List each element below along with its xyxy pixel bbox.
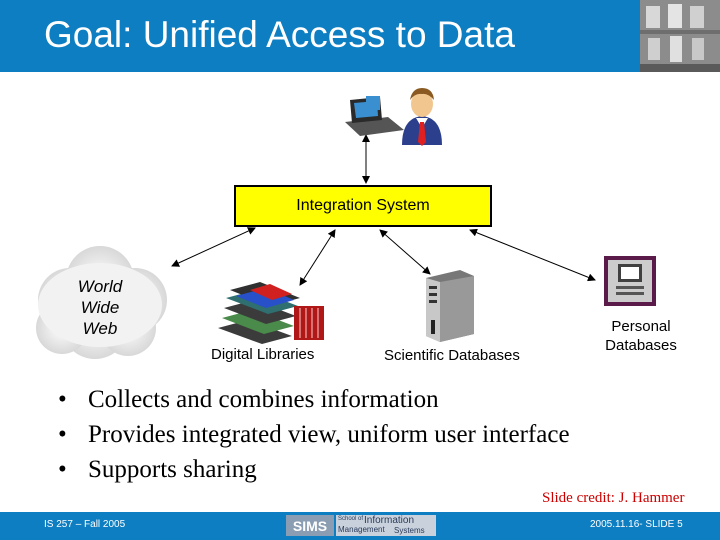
terminal-icon — [604, 256, 656, 306]
sims-logo-sub: School of Information Management Systems — [336, 515, 436, 536]
person-icon — [402, 88, 442, 146]
bullet-item: Provides integrated view, uniform user i… — [58, 417, 570, 452]
personal-label-line-1: Personal — [611, 318, 671, 335]
slide-title: Goal: Unified Access to Data — [44, 14, 515, 55]
logo-big-2: Systems — [394, 526, 425, 535]
sims-logo: SIMS School of Information Management Sy… — [286, 515, 436, 536]
integration-system-label: Integration System — [296, 197, 430, 214]
title-bar — [0, 0, 720, 72]
bullet-item: Collects and combines information — [58, 382, 570, 417]
slide-number: 2005.11.16- SLIDE 5 — [590, 519, 683, 530]
building-photo — [640, 0, 720, 72]
sims-logo-main: SIMS — [286, 515, 334, 536]
web-label-line-3: Web — [82, 319, 118, 338]
cloud-shape — [36, 246, 167, 359]
logo-big-1: Information — [364, 515, 415, 526]
connector-scientific — [379, 229, 431, 275]
course-label: IS 257 – Fall 2005 — [44, 519, 126, 530]
bullet-list: Collects and combines information Provid… — [58, 382, 570, 487]
books-icon — [218, 282, 324, 344]
web-label-line-2: Wide — [80, 298, 120, 317]
slide-credit: Slide credit: J. Hammer — [542, 490, 685, 506]
personal-label-line-2: Databases — [605, 337, 677, 354]
scientific-databases-label: Scientific Databases — [384, 347, 520, 364]
connector-web — [171, 227, 256, 267]
web-source-label: World Wide Web — [40, 276, 160, 339]
personal-databases-label: Personal Databases — [596, 317, 686, 355]
computer-icon — [345, 96, 404, 136]
web-label-line-1: World — [77, 277, 123, 296]
bullet-item: Supports sharing — [58, 452, 570, 487]
logo-small-1: School of — [338, 516, 364, 522]
connector-personal — [469, 228, 596, 282]
integration-system-box: Integration System — [234, 185, 492, 227]
connector-libraries — [299, 229, 336, 286]
logo-small-2: Management — [338, 525, 385, 534]
digital-libraries-label: Digital Libraries — [211, 346, 315, 363]
server-tower-icon — [426, 270, 474, 342]
